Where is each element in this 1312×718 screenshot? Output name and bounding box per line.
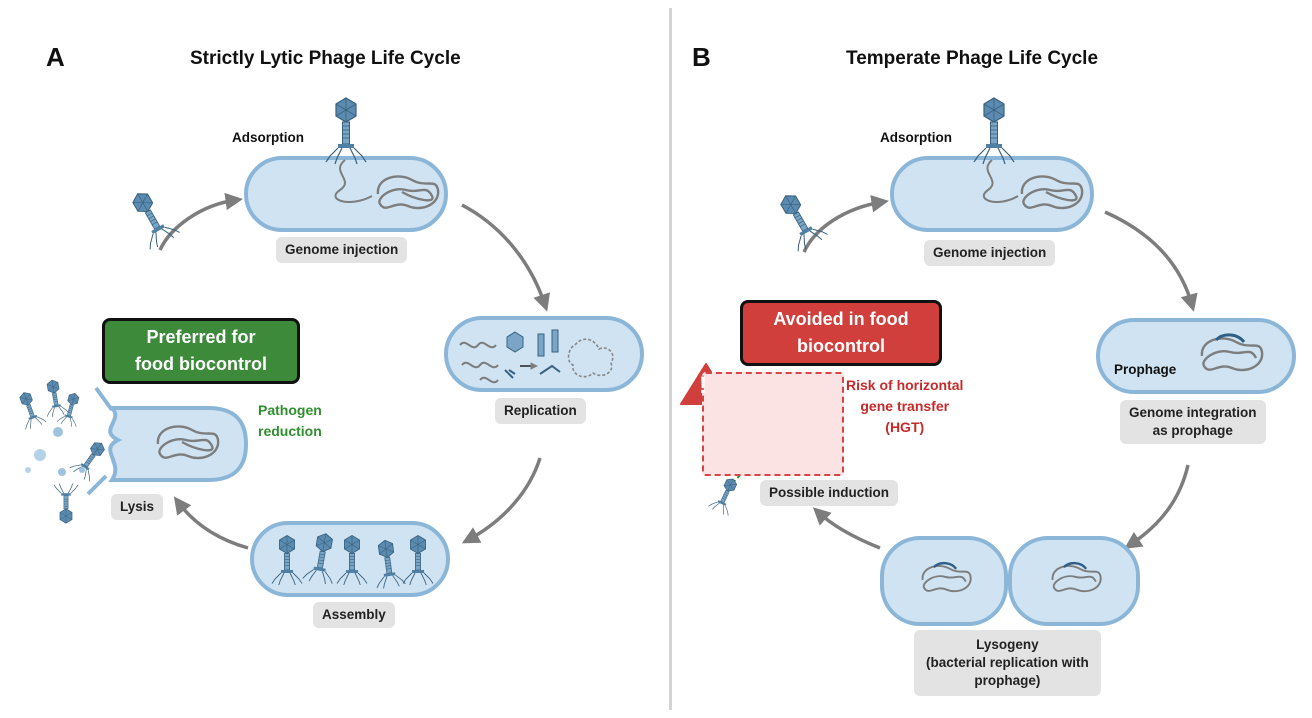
label-a-genome-injection: Genome injection [276, 237, 408, 263]
label-a-adsorption: Adsorption [232, 130, 304, 145]
hgt-risk-box [702, 372, 844, 476]
arrow-a-left [173, 496, 249, 550]
callout-avoided: Avoided in food biocontrol [740, 300, 942, 366]
callout-preferred-line1: Preferred for [146, 327, 256, 347]
label-b-genome-injection: Genome injection [924, 240, 1056, 266]
panel-a-title: Strictly Lytic Phage Life Cycle [190, 48, 461, 69]
callout-avoided-line1: Avoided in food [773, 309, 909, 329]
note-pathogen-line2: reduction [258, 423, 322, 439]
lysogeny-line2: (bacterial replication with [926, 655, 1089, 670]
integration-line1: Genome integration [1129, 405, 1257, 420]
lysogeny-line3: prophage) [974, 673, 1041, 688]
label-b-prophage: Prophage [1114, 362, 1177, 377]
risk-line3: (HGT) [885, 419, 925, 435]
label-a-assembly: Assembly [313, 602, 395, 628]
arrow-b-left [812, 507, 881, 550]
label-a-replication: Replication [495, 398, 586, 424]
cell-a-lysis [107, 406, 249, 482]
integration-line2: as prophage [1152, 423, 1233, 438]
panel-b-title: Temperate Phage Life Cycle [846, 48, 1099, 69]
label-b-integration: Genome integration as prophage [1120, 400, 1266, 444]
cell-b-lysogeny-2 [1008, 536, 1140, 626]
label-b-adsorption: Adsorption [880, 130, 952, 145]
cell-b-injection [890, 156, 1094, 232]
panel-a-letter: A [46, 42, 65, 72]
note-pathogen-reduction: Pathogen reduction [258, 400, 322, 442]
label-a-lysis: Lysis [111, 494, 164, 520]
callout-avoided-line2: biocontrol [797, 336, 885, 356]
arrow-b-bottom [1124, 464, 1190, 549]
panel-divider [669, 8, 672, 710]
warning-exclamation: ! [699, 372, 707, 399]
phage-icon [325, 97, 367, 165]
arrow-a-bottom [461, 457, 542, 544]
callout-preferred-line2: food biocontrol [135, 354, 267, 374]
callout-preferred: Preferred for food biocontrol [102, 318, 300, 384]
cell-b-lysogeny-1 [880, 536, 1008, 626]
label-b-induction: Possible induction [760, 480, 899, 506]
note-pathogen-line1: Pathogen [258, 402, 322, 418]
cell-b-prophage [1096, 318, 1296, 394]
risk-line2: gene transfer [860, 398, 950, 414]
arrow-b-right [1104, 210, 1198, 312]
arrow-a-right [461, 203, 550, 312]
panel-b-letter: B [692, 42, 711, 72]
arrow-b-top [802, 195, 889, 253]
arrow-a-top [158, 192, 243, 251]
cell-a-injection [244, 156, 448, 232]
label-b-lysogeny: Lysogeny (bacterial replication with pro… [914, 630, 1101, 696]
lysogeny-line1: Lysogeny [976, 637, 1039, 652]
note-hgt-risk: Risk of horizontal gene transfer (HGT) [846, 375, 963, 438]
risk-line1: Risk of horizontal [846, 377, 964, 393]
